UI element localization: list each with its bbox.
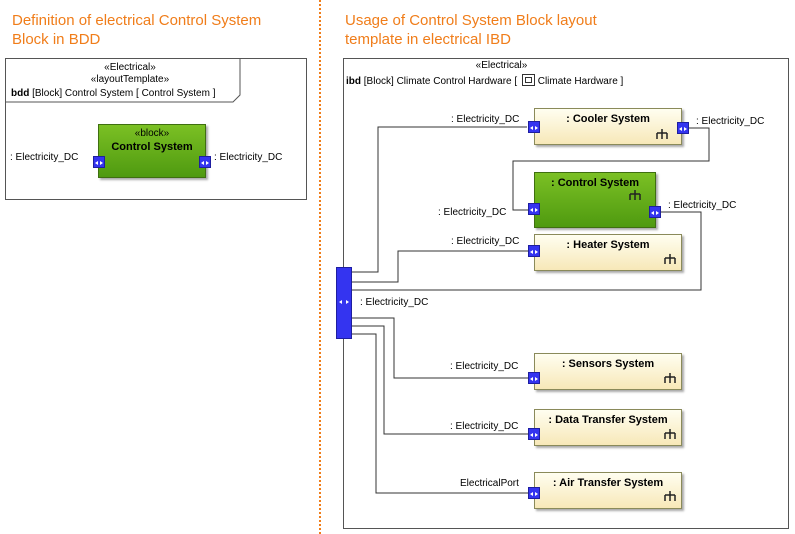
ibd-header-ref: Climate Hardware ] bbox=[534, 76, 624, 87]
control-port-left-label: : Electricity_DC bbox=[438, 207, 507, 218]
frame-bus-port[interactable] bbox=[336, 267, 352, 339]
control-port-left[interactable] bbox=[528, 203, 540, 215]
ibd-header-text: [Block] Climate Control Hardware [ bbox=[361, 76, 518, 87]
part-heater-system[interactable]: : Heater System bbox=[534, 234, 682, 271]
part-air-transfer-system-name: : Air Transfer System bbox=[552, 477, 664, 489]
part-sensors-system-name: : Sensors System bbox=[561, 358, 655, 370]
bdd-block-name: Control System bbox=[111, 141, 193, 153]
bdd-stereotype-electrical: «Electrical» bbox=[104, 62, 156, 73]
bdd-port-right[interactable] bbox=[199, 156, 211, 168]
cooler-port-left-label: : Electricity_DC bbox=[451, 114, 520, 125]
bdd-kind: bdd bbox=[11, 88, 30, 99]
part-data-transfer-system-name: : Data Transfer System bbox=[548, 414, 668, 426]
part-cooler-system-name: : Cooler System bbox=[566, 113, 650, 125]
bdd-heading: Definition of electrical Control System … bbox=[12, 11, 261, 49]
cooler-port-right-label: : Electricity_DC bbox=[696, 116, 765, 127]
bdd-control-system-block[interactable]: «block» Control System bbox=[98, 124, 206, 178]
ibd-heading-line-1: Usage of Control System Block layout bbox=[345, 12, 597, 29]
frame-bus-port-label: : Electricity_DC bbox=[360, 297, 429, 308]
ibd-kind: ibd bbox=[346, 76, 361, 87]
control-port-right[interactable] bbox=[649, 206, 661, 218]
air-transfer-port-left-label: ElectricalPort bbox=[460, 478, 519, 489]
data-transfer-port-left[interactable] bbox=[528, 428, 540, 440]
frame-bus-port-arrows-icon bbox=[338, 296, 350, 308]
ibd-header: ibd [Block] Climate Control Hardware [ C… bbox=[346, 74, 623, 88]
diagram-ref-icon bbox=[521, 74, 535, 86]
control-port-right-label: : Electricity_DC bbox=[668, 200, 737, 211]
bdd-heading-line-2: Block in BDD bbox=[12, 31, 101, 48]
bdd-header: bdd [Block] Control System [ Control Sys… bbox=[11, 88, 216, 100]
part-sensors-system[interactable]: : Sensors System bbox=[534, 353, 682, 390]
bdd-block-stereotype: «block» bbox=[134, 128, 170, 139]
sensors-port-left[interactable] bbox=[528, 372, 540, 384]
bdd-stereotype-layout-template: «layoutTemplate» bbox=[90, 74, 170, 85]
cooler-rake-icon bbox=[656, 129, 668, 139]
ibd-heading-line-2: template in electrical IBD bbox=[345, 31, 511, 48]
sensors-rake-icon bbox=[664, 373, 676, 383]
cooler-port-right[interactable] bbox=[677, 122, 689, 134]
air-transfer-port-left[interactable] bbox=[528, 487, 540, 499]
part-cooler-system[interactable]: : Cooler System bbox=[534, 108, 682, 145]
part-data-transfer-system[interactable]: : Data Transfer System bbox=[534, 409, 682, 446]
bdd-header-text: [Block] Control System [ Control System … bbox=[29, 88, 216, 99]
heater-port-left-label: : Electricity_DC bbox=[451, 236, 520, 247]
control-rake-icon bbox=[629, 190, 641, 200]
part-heater-system-name: : Heater System bbox=[566, 239, 650, 251]
ibd-heading: Usage of Control System Block layout tem… bbox=[345, 11, 597, 49]
bdd-port-left-label: : Electricity_DC bbox=[10, 152, 79, 163]
cooler-port-left[interactable] bbox=[528, 121, 540, 133]
data-transfer-rake-icon bbox=[664, 429, 676, 439]
bdd-port-right-label: : Electricity_DC bbox=[214, 152, 283, 163]
ibd-stereotype: «Electrical» bbox=[475, 60, 528, 71]
panel-separator bbox=[319, 0, 321, 534]
heater-port-left[interactable] bbox=[528, 245, 540, 257]
data-transfer-port-left-label: : Electricity_DC bbox=[450, 421, 519, 432]
part-control-system-name: : Control System bbox=[550, 177, 639, 189]
bdd-port-left[interactable] bbox=[93, 156, 105, 168]
heater-rake-icon bbox=[664, 254, 676, 264]
part-control-system[interactable]: : Control System bbox=[534, 172, 656, 228]
part-air-transfer-system[interactable]: : Air Transfer System bbox=[534, 472, 682, 509]
sensors-port-left-label: : Electricity_DC bbox=[450, 361, 519, 372]
air-transfer-rake-icon bbox=[664, 491, 676, 501]
bdd-heading-line-1: Definition of electrical Control System bbox=[12, 12, 262, 29]
